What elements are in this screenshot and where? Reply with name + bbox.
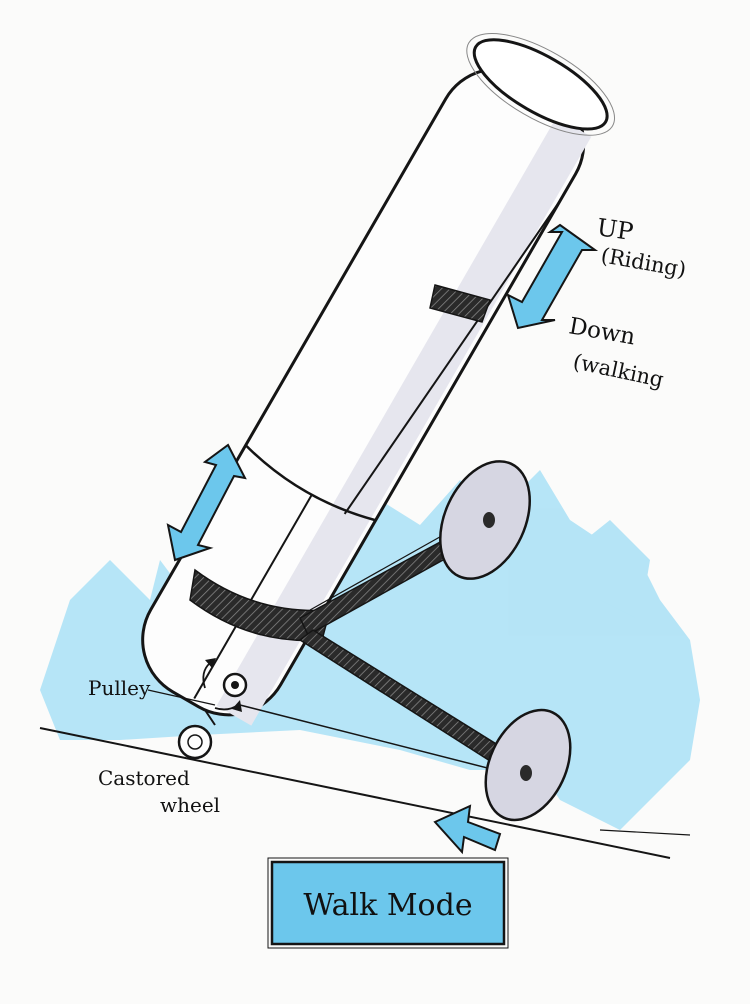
ground-line xyxy=(39,727,691,859)
adjust-arrow-icon xyxy=(166,443,247,562)
pulley-cable xyxy=(239,704,516,776)
up-down-arrow-icon xyxy=(506,223,599,330)
pulley-leader-line xyxy=(147,689,216,706)
seat-tube xyxy=(141,33,616,726)
upper-collar xyxy=(429,284,491,323)
castored-wheel xyxy=(177,709,216,760)
label-riding: (Riding) xyxy=(599,243,688,282)
walk-mode-box: Walk Mode xyxy=(267,857,509,949)
label-pulley: Pulley xyxy=(88,676,151,700)
label-down: Down xyxy=(567,313,637,350)
upper-rear-wheel xyxy=(439,460,531,580)
push-arrow-icon xyxy=(433,804,502,855)
label-walking: (walking xyxy=(571,349,666,392)
pulley xyxy=(222,672,248,698)
walk-mode-label: Walk Mode xyxy=(303,888,472,923)
lower-rear-wheel xyxy=(484,708,572,822)
label-castored: Castored xyxy=(98,766,190,790)
label-up: UP xyxy=(595,213,635,246)
rotation-arrow-icon xyxy=(202,658,242,712)
label-wheel: wheel xyxy=(160,793,220,817)
